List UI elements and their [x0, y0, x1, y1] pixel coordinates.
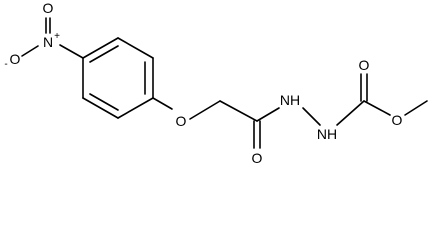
ester-oxygen-label: O: [392, 112, 403, 128]
nitro-nitrogen-label: N: [43, 34, 53, 50]
ring-bond: [117, 97, 154, 119]
ring-bond: [82, 97, 119, 119]
ring-inner-double-bond: [89, 93, 119, 111]
second-nh-label: NH: [317, 126, 337, 142]
methyl-ester-group: O O: [359, 57, 428, 128]
hydrazine-segment: NH NH: [256, 92, 365, 142]
nh-to-ester-carbonyl-bond: [336, 100, 365, 126]
benzene-ring: [82, 37, 154, 119]
ring-bond: [117, 37, 154, 59]
nitro-oxygen-left-label: O: [10, 51, 21, 67]
molecule-diagram: O N + O - O O NH NH: [4, 0, 428, 166]
ch2-to-carbonyl-bond: [219, 100, 258, 122]
ring-bond: [82, 37, 119, 59]
amide-carbonyl: O: [252, 120, 263, 166]
ring-to-ether-oxygen-bond: [152, 97, 173, 110]
nitro-plus-charge-label: +: [54, 31, 60, 42]
nh-to-nh-bond: [302, 107, 321, 126]
first-nh-label: NH: [280, 92, 300, 108]
nitro-group: O N + O -: [4, 0, 84, 70]
ester-oxygen-to-methyl-bond: [404, 100, 428, 116]
carbonyl-to-ester-oxygen-bond: [363, 100, 391, 116]
ether-linker: O: [152, 97, 258, 129]
carbonyl-to-nh-bond: [256, 107, 280, 122]
ether-oxygen-to-ch2-bond: [189, 100, 221, 120]
ring-to-nitrogen-bond: [59, 44, 84, 59]
amide-carbonyl-oxygen-label: O: [252, 150, 263, 166]
ether-oxygen-label: O: [176, 113, 187, 129]
ring-inner-double-bond: [89, 45, 119, 63]
nitro-minus-charge-label: -: [4, 59, 7, 70]
ester-carbonyl-oxygen-label: O: [359, 57, 370, 73]
nitro-oxygen-top-label: O: [43, 0, 54, 16]
chemical-structure-canvas: O N + O - O O NH NH: [4, 0, 428, 166]
nitro-n-o-single-bond: [21, 45, 39, 57]
